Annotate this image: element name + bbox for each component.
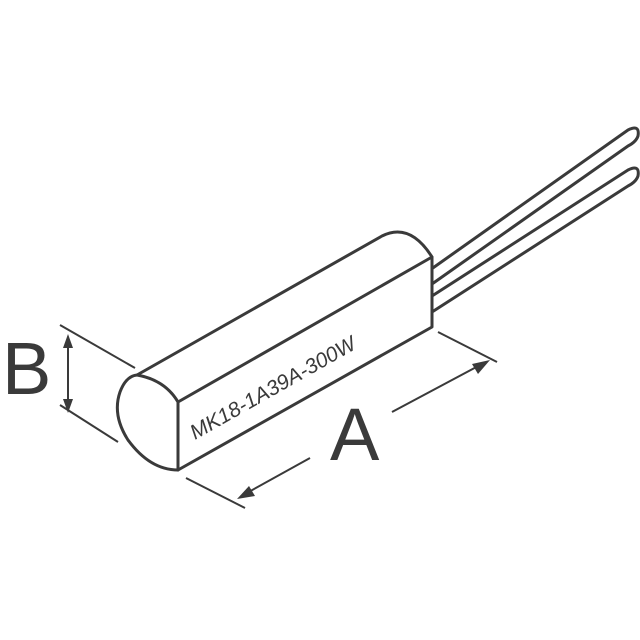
dim-b-arrow-bottom <box>63 399 73 413</box>
dim-a-arrow-right <box>472 360 490 374</box>
dimension-a-label: A <box>330 393 380 476</box>
dim-a-line-left <box>244 457 311 495</box>
dimension-b-label: B <box>2 327 51 410</box>
dim-b-extension-bottom <box>59 404 119 443</box>
dim-a-line-right <box>391 363 483 413</box>
lead-wire-upper <box>428 126 640 286</box>
dim-b-extension-top <box>59 324 136 369</box>
dim-a-extension-right <box>437 331 498 363</box>
sensor-end-cap <box>115 373 180 472</box>
dim-a-arrow-left <box>237 486 255 499</box>
sensor-body-top-edge <box>176 255 434 404</box>
sensor-body <box>135 230 434 472</box>
dim-b-arrow-top <box>63 334 73 348</box>
lead-wire-lower <box>430 166 640 314</box>
dim-a-extension-left <box>185 477 246 509</box>
